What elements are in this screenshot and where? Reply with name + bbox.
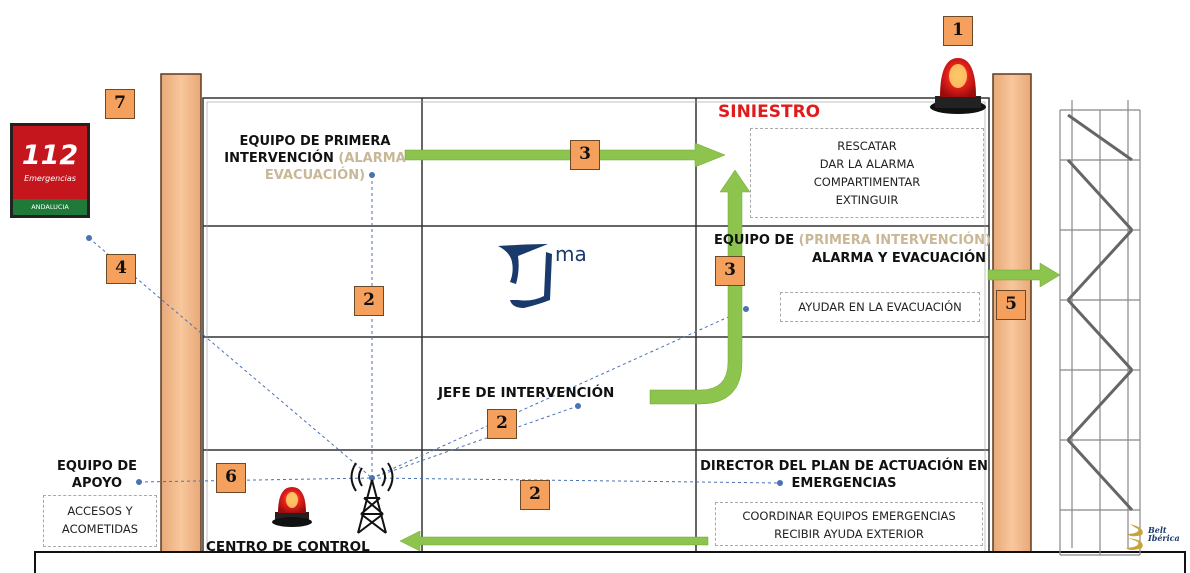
node-director: [777, 480, 783, 486]
arrow-to-evacuation: [987, 262, 1061, 288]
node-epi-right: [743, 306, 749, 312]
epi-right-task: AYUDAR EN LA EVACUACIÓN: [798, 300, 962, 314]
siniestro-task: COMPARTIMENTAR: [813, 175, 921, 189]
director-label: DIRECTOR DEL PLAN DE ACTUACIÓN EN EMERGE…: [700, 458, 988, 492]
badge-1: 1: [943, 16, 973, 46]
epi-top-line3: EVACUACIÓN): [264, 168, 366, 183]
epi-top-line1: EQUIPO DE PRIMERA: [239, 134, 391, 149]
badge-4: 4: [106, 254, 136, 284]
node-antenna: [369, 475, 375, 481]
control-siren-icon: [272, 487, 312, 527]
equipo-apoyo-label: EQUIPO DE APOYO: [56, 458, 138, 492]
badge-3-top: 3: [570, 140, 600, 170]
epi-right-line1: EQUIPO DE (PRIMERA INTERVENCIÓN): [714, 233, 991, 248]
badge-3-right: 3: [715, 256, 745, 286]
belt-logo-line2: Ibérica: [1148, 533, 1180, 543]
epi-top-line2: INTERVENCIÓN (ALARMA: [224, 151, 406, 166]
jefe-intervencion-label: JEFE DE INTERVENCIÓN: [438, 385, 615, 401]
badge-2-director: 2: [520, 480, 550, 510]
siniestro-task: EXTINGUIR: [835, 193, 899, 207]
epi-right-line2: ALARMA Y EVACUACIÓN: [812, 251, 987, 266]
director-tasks-box: COORDINAR EQUIPOS EMERGENCIAS RECIBIR AY…: [715, 502, 983, 546]
centro-control-label: CENTRO DE CONTROL: [206, 539, 370, 555]
apoyo-task: ACCESOS Y: [67, 504, 133, 518]
badge-7: 7: [105, 89, 135, 119]
siniestro-title: SINIESTRO: [718, 102, 821, 122]
node-112: [86, 235, 92, 241]
node-epi-top: [369, 172, 375, 178]
badge-2-vertical: 2: [354, 286, 384, 316]
director-line2: EMERGENCIAS: [791, 476, 897, 491]
siniestro-task: DAR LA ALARMA: [819, 157, 915, 171]
node-jefe: [575, 403, 581, 409]
antenna-tower-icon: [350, 462, 394, 534]
epi-right-task-box: AYUDAR EN LA EVACUACIÓN: [780, 292, 980, 322]
caption-frame: [34, 551, 1186, 573]
belt-logo-icon: [1126, 524, 1143, 550]
alarm-siren-icon: [930, 58, 986, 114]
apoyo-line2: APOYO: [71, 476, 123, 491]
epi-top-label: EQUIPO DE PRIMERA INTERVENCIÓN (ALARMA E…: [220, 133, 410, 184]
director-task: RECIBIR AYUDA EXTERIOR: [774, 527, 924, 541]
left-column: [160, 73, 202, 561]
logo-112-foot: ANDALUCIA: [13, 199, 87, 215]
scaffold-evacuation-stairs: [1059, 100, 1141, 556]
logo-112-number: 112: [21, 140, 79, 171]
communication-lines: [88, 175, 781, 484]
siniestro-task: RESCATAR: [837, 139, 897, 153]
director-task: COORDINAR EQUIPOS EMERGENCIAS: [742, 509, 956, 523]
belt-logo-line1: Belt: [1148, 525, 1167, 535]
apoyo-tasks-box: ACCESOS Y ACOMETIDAS: [43, 495, 157, 547]
arrow-epi-to-siniestro: [404, 142, 726, 168]
apoyo-task: ACOMETIDAS: [61, 522, 139, 536]
apoyo-line1: EQUIPO DE: [56, 459, 138, 474]
belt-iberica-logo: Belt Ibérica: [1148, 526, 1180, 542]
badge-5: 5: [996, 290, 1026, 320]
emergencias-112-logo: 112 Emergencias ANDALUCIA: [10, 123, 90, 218]
badge-2-jefe: 2: [487, 409, 517, 439]
node-apoyo: [136, 479, 142, 485]
green-arrows: [399, 142, 1061, 552]
director-line1: DIRECTOR DEL PLAN DE ACTUACIÓN EN: [700, 459, 988, 474]
siniestro-tasks-box: RESCATAR DAR LA ALARMA COMPARTIMENTAR EX…: [750, 128, 984, 218]
badge-6: 6: [216, 463, 246, 493]
ma-logo-text: ma: [555, 242, 587, 266]
arrow-director-to-control: [399, 530, 709, 552]
logo-112-sub: Emergencias: [24, 174, 76, 183]
ma-logo-icon: [498, 244, 552, 308]
